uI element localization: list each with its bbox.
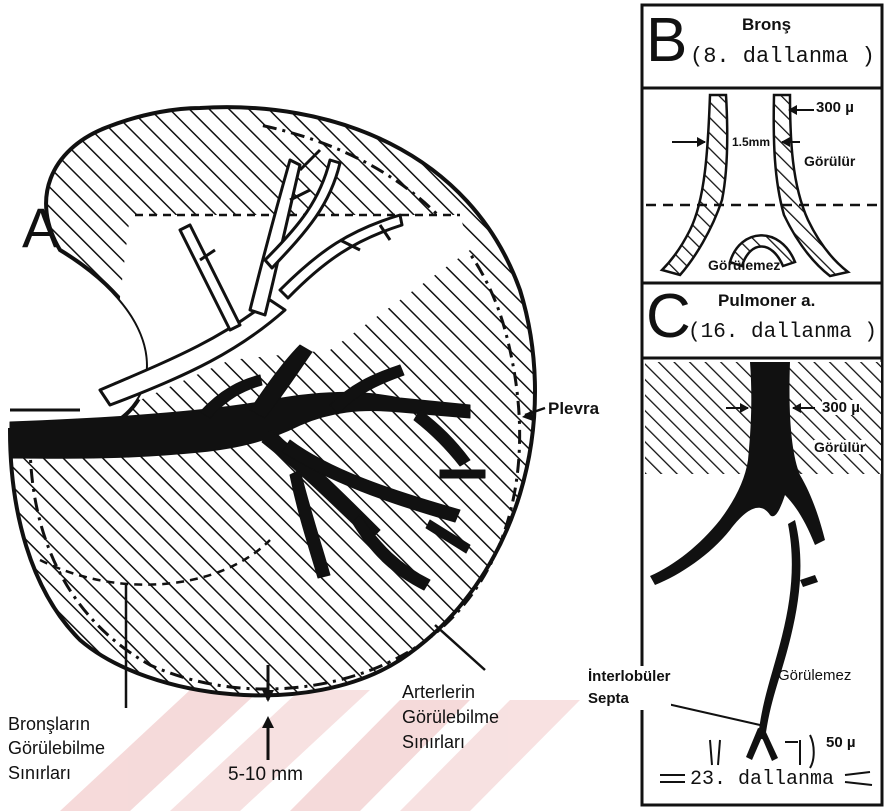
arteries-limit-line-3: Sınırları	[402, 730, 499, 755]
panel-b-title: Bronş	[742, 16, 791, 33]
lung-lobe	[10, 107, 545, 760]
panel-c-title: Pulmoner a.	[718, 292, 815, 309]
panel-c-letter: C	[646, 286, 691, 348]
panel-c-subtitle: (16. dallanma )	[688, 322, 877, 343]
panel-b-diameter-label: 1.5mm	[732, 136, 770, 148]
panel-c-size-label: 300 µ	[822, 400, 860, 415]
panel-a-letter: A	[22, 200, 59, 256]
panel-b-letter: B	[646, 10, 687, 72]
panel-c-not-visible-label: Görülemez	[778, 668, 851, 683]
panel-b-visible-label: Görülür	[804, 154, 855, 168]
panel-b-wall-label: 300 µ	[816, 100, 854, 115]
panel-b-drawing	[646, 95, 880, 276]
panel-c-small-label: 50 µ	[826, 735, 856, 750]
bronchi-limit-line-1: Bronşların	[8, 712, 105, 736]
pleura-label: Plevra	[548, 400, 599, 417]
arteries-limit-line-2: Görülebilme	[402, 705, 499, 730]
bronchi-limit-line-3: Sınırları	[8, 761, 105, 785]
panel-c-generation-label: 23. dallanma	[690, 770, 834, 790]
panel-b-not-visible-label: Görülemez	[708, 258, 780, 272]
septa-label-line-1: İnterlobüler	[588, 666, 671, 688]
panel-c-drawing	[645, 362, 881, 785]
bronchi-limit-label: Bronşların Görülebilme Sınırları	[8, 712, 105, 785]
depth-label: 5-10 mm	[228, 765, 303, 784]
arteries-limit-label: Arterlerin Görülebilme Sınırları	[402, 680, 499, 756]
panel-c-visible-label: Görülür	[814, 440, 865, 454]
panel-b-subtitle: (8. dallanma )	[690, 46, 875, 68]
septa-label: İnterlobüler Septa	[588, 666, 671, 710]
background-watermark	[60, 690, 580, 811]
bronchi-limit-line-2: Görülebilme	[8, 736, 105, 760]
septa-label-line-2: Septa	[588, 688, 671, 710]
arteries-limit-line-1: Arterlerin	[402, 680, 499, 705]
